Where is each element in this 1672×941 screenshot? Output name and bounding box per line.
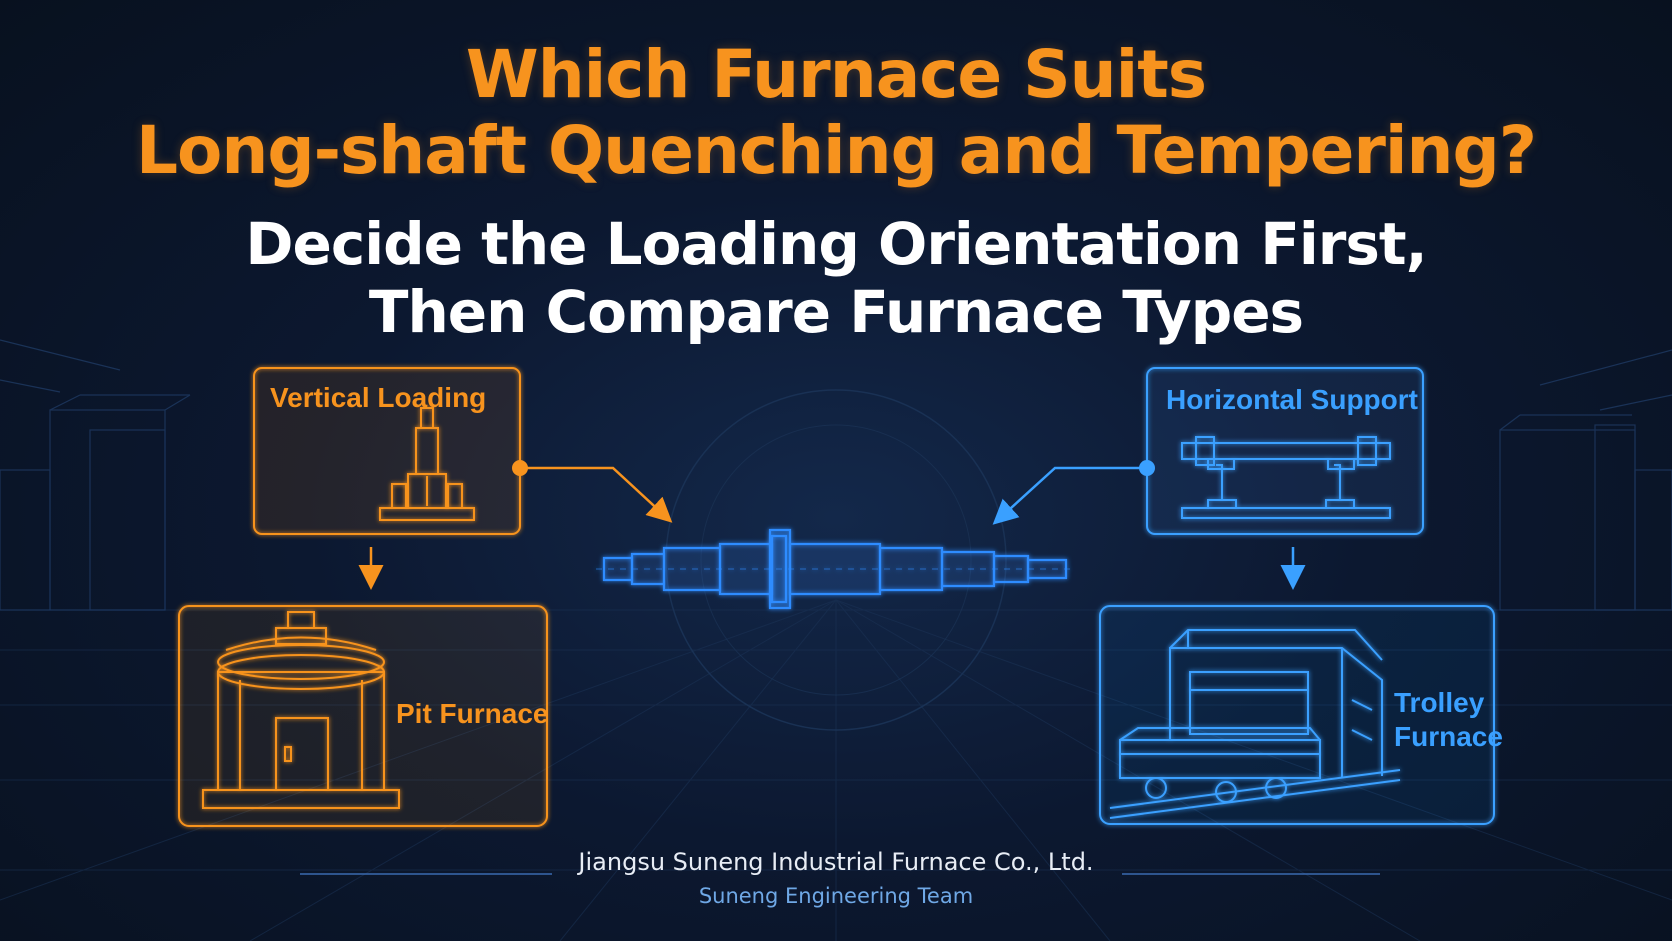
- horizontal-connector-arrow: [992, 466, 1147, 525]
- horizontal-support-icon: [1181, 436, 1391, 519]
- horizontal-support-panel: [992, 367, 1424, 590]
- trolley-furnace-label-line-1: Trolley: [1394, 687, 1485, 718]
- team-name: Suneng Engineering Team: [698, 884, 974, 908]
- title-line-2: Long-shaft Quenching and Tempering?: [135, 112, 1537, 189]
- trolley-furnace-icon: [1109, 629, 1401, 819]
- trolley-furnace-label-line-2: Furnace: [1394, 721, 1503, 752]
- horizontal-support-label: Horizontal Support: [1166, 384, 1418, 415]
- right-buildings: [1499, 349, 1672, 611]
- vertical-loading-panel: [253, 367, 673, 590]
- trolley-furnace-panel: [1099, 605, 1495, 825]
- vertical-loading-label: Vertical Loading: [270, 382, 487, 413]
- vertical-shaft-icon: [379, 407, 475, 521]
- title-line-1: Which Furnace Suits: [465, 36, 1207, 113]
- long-shaft-icon: [596, 528, 1074, 610]
- pit-furnace-icon: [202, 611, 400, 809]
- subtitle-line-1: Decide the Loading Orientation First,: [245, 210, 1427, 278]
- left-buildings: [0, 339, 191, 611]
- pit-furnace-label: Pit Furnace: [396, 698, 549, 729]
- vertical-connector-arrow: [520, 466, 673, 523]
- company-name: Jiangsu Suneng Industrial Furnace Co., L…: [578, 848, 1094, 876]
- subtitle-line-2: Then Compare Furnace Types: [368, 278, 1304, 346]
- trolley-furnace-label: Trolley Furnace: [1394, 686, 1503, 754]
- pit-furnace-panel: [178, 605, 548, 827]
